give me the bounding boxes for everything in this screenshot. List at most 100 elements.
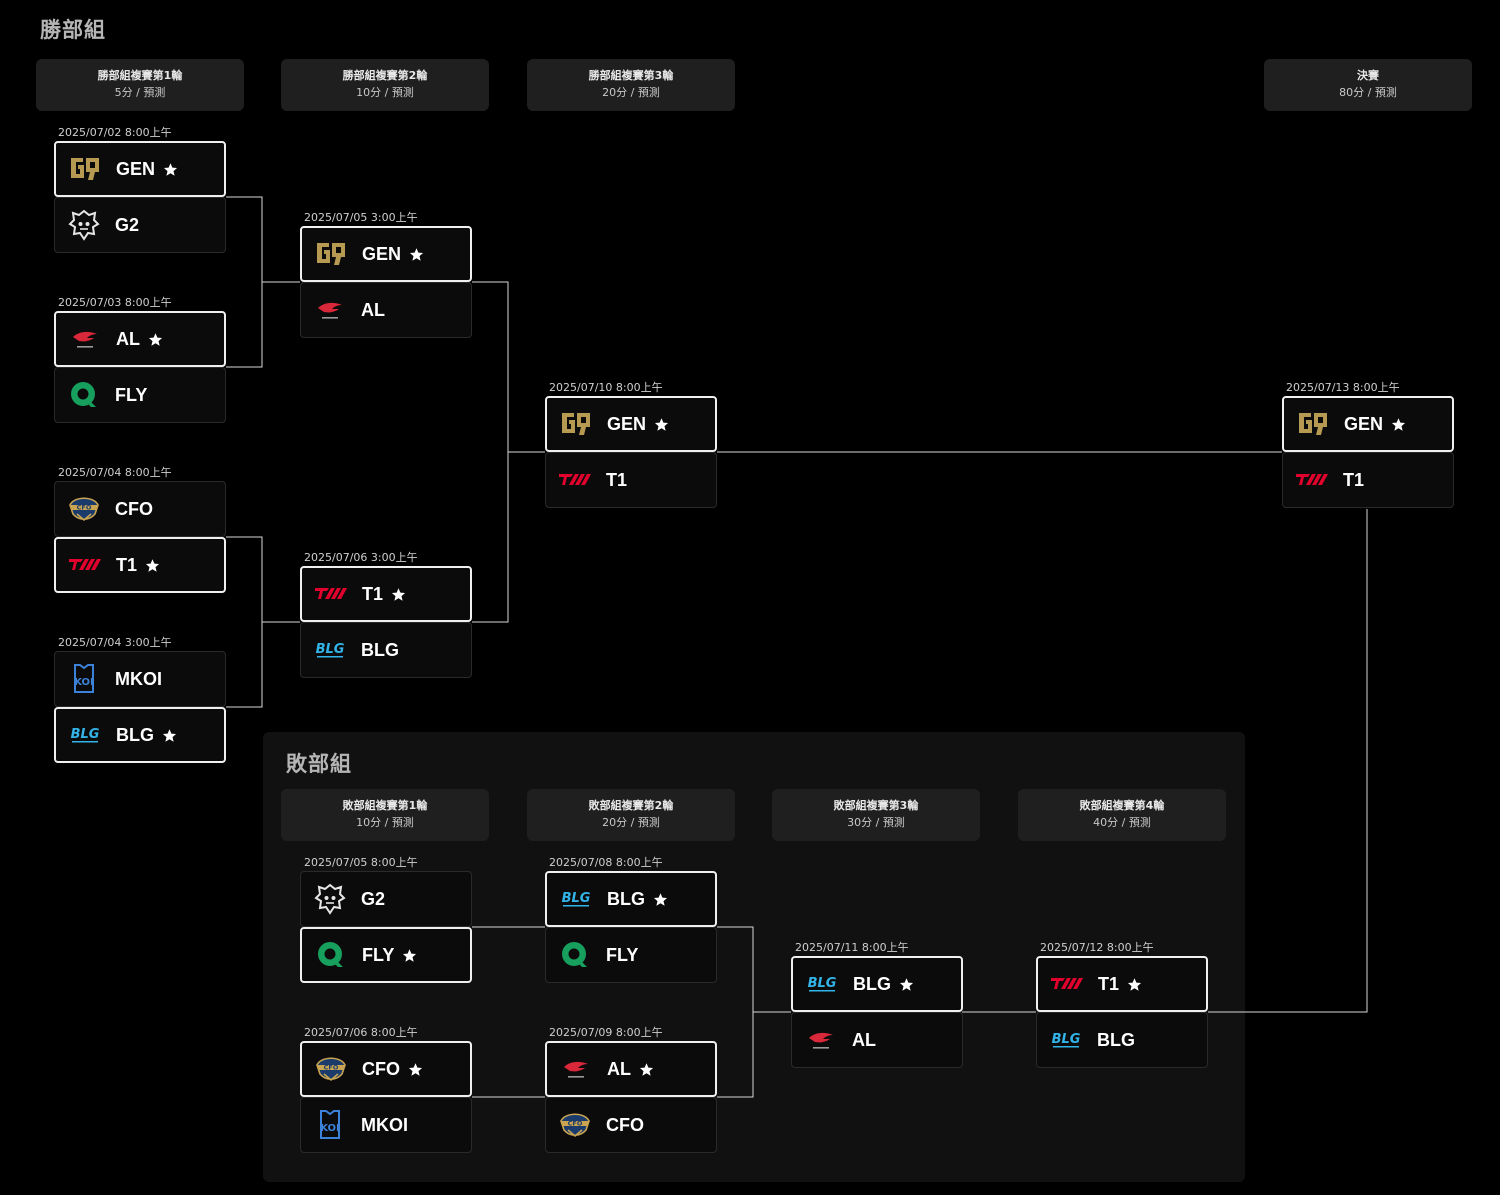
match-date: 2025/07/13 8:00上午 bbox=[1286, 381, 1400, 394]
team-option-gen[interactable]: GEN bbox=[300, 226, 472, 282]
round-header-losers-1: 敗部組複賽第1輪 10分 / 預測 bbox=[281, 789, 489, 841]
team-option-al[interactable]: AL bbox=[300, 282, 472, 338]
team-option-fly[interactable]: FLY bbox=[300, 927, 472, 983]
cfo-logo-icon: CFO bbox=[67, 492, 101, 526]
team-option-t1[interactable]: T1 bbox=[1036, 956, 1208, 1012]
team-option-fly[interactable]: FLY bbox=[545, 927, 717, 983]
round-header-losers-3: 敗部組複賽第3輪 30分 / 預測 bbox=[772, 789, 980, 841]
blg-logo-icon: BLG bbox=[805, 967, 839, 1001]
al-logo-icon bbox=[68, 322, 102, 356]
mkoi-logo-icon: KOI bbox=[313, 1108, 347, 1142]
team-name: CFO bbox=[606, 1114, 644, 1135]
team-option-g2[interactable]: G2 bbox=[300, 871, 472, 927]
match-card-wr2m1: GEN AL bbox=[300, 226, 472, 338]
round-points: 10分 / 預測 bbox=[356, 86, 414, 99]
team-name: BLG bbox=[361, 639, 399, 660]
team-name: FLY bbox=[362, 944, 395, 965]
team-option-blg[interactable]: BLG BLG bbox=[54, 707, 226, 763]
team-name: BLG bbox=[116, 724, 154, 745]
star-icon bbox=[148, 332, 163, 347]
match-date: 2025/07/12 8:00上午 bbox=[1040, 941, 1154, 954]
t1-logo-icon bbox=[1295, 463, 1329, 497]
match-date: 2025/07/09 8:00上午 bbox=[549, 1026, 663, 1039]
star-icon bbox=[1391, 417, 1406, 432]
round-points: 20分 / 預測 bbox=[602, 816, 660, 829]
connector-line bbox=[472, 452, 509, 623]
team-option-gen[interactable]: GEN bbox=[545, 396, 717, 452]
star-icon bbox=[408, 1062, 423, 1077]
team-option-t1[interactable]: T1 bbox=[545, 452, 717, 508]
match-date: 2025/07/03 8:00上午 bbox=[58, 296, 172, 309]
round-header-losers-4: 敗部組複賽第4輪 40分 / 預測 bbox=[1018, 789, 1226, 841]
team-option-fly[interactable]: FLY bbox=[54, 367, 226, 423]
team-option-g2[interactable]: G2 bbox=[54, 197, 226, 253]
connector-line bbox=[717, 926, 791, 1013]
connector-line bbox=[1208, 509, 1368, 1013]
t1-logo-icon bbox=[314, 577, 348, 611]
team-name: T1 bbox=[1098, 973, 1120, 994]
connector-line bbox=[226, 622, 263, 708]
team-name: GEN bbox=[362, 243, 402, 264]
g2-logo-icon bbox=[313, 882, 347, 916]
team-option-blg[interactable]: BLG BLG bbox=[300, 622, 472, 678]
match-date: 2025/07/04 8:00上午 bbox=[58, 466, 172, 479]
team-option-al[interactable]: AL bbox=[791, 1012, 963, 1068]
team-name: GEN bbox=[1344, 413, 1384, 434]
match-date: 2025/07/10 8:00上午 bbox=[549, 381, 663, 394]
round-name: 勝部組複賽第3輪 bbox=[588, 69, 674, 82]
gen-logo-icon bbox=[559, 407, 593, 441]
svg-text:BLG: BLG bbox=[316, 642, 345, 657]
team-option-gen[interactable]: GEN bbox=[1282, 396, 1454, 452]
winners-bracket-title: 勝部組 bbox=[40, 18, 106, 42]
team-option-t1[interactable]: T1 bbox=[1282, 452, 1454, 508]
svg-text:CFO: CFO bbox=[77, 503, 92, 511]
team-name: FLY bbox=[606, 944, 639, 965]
g2-logo-icon bbox=[67, 208, 101, 242]
team-option-al[interactable]: AL bbox=[54, 311, 226, 367]
team-option-al[interactable]: AL bbox=[545, 1041, 717, 1097]
star-icon bbox=[654, 417, 669, 432]
t1-logo-icon bbox=[558, 463, 592, 497]
team-name: MKOI bbox=[115, 668, 162, 689]
blg-logo-icon: BLG bbox=[68, 718, 102, 752]
connector-line bbox=[226, 196, 300, 283]
star-icon bbox=[162, 728, 177, 743]
t1-logo-icon bbox=[1050, 967, 1084, 1001]
connector-line bbox=[472, 281, 545, 453]
team-name: AL bbox=[852, 1029, 876, 1050]
connector-line bbox=[226, 282, 263, 368]
team-option-gen[interactable]: GEN bbox=[54, 141, 226, 197]
round-name: 勝部組複賽第1輪 bbox=[97, 69, 183, 82]
cfo-logo-icon: CFO bbox=[314, 1052, 348, 1086]
svg-text:CFO: CFO bbox=[324, 1063, 339, 1071]
round-points: 5分 / 預測 bbox=[114, 86, 166, 99]
blg-logo-icon: BLG bbox=[559, 882, 593, 916]
team-option-t1[interactable]: T1 bbox=[300, 566, 472, 622]
round-name: 敗部組複賽第2輪 bbox=[588, 799, 674, 812]
round-name: 決賽 bbox=[1357, 69, 1379, 82]
svg-text:BLG: BLG bbox=[1052, 1032, 1081, 1047]
round-points: 20分 / 預測 bbox=[602, 86, 660, 99]
round-header-final: 決賽 80分 / 預測 bbox=[1264, 59, 1472, 111]
team-option-t1[interactable]: T1 bbox=[54, 537, 226, 593]
match-date: 2025/07/06 8:00上午 bbox=[304, 1026, 418, 1039]
team-name: FLY bbox=[115, 384, 148, 405]
match-date: 2025/07/11 8:00上午 bbox=[795, 941, 909, 954]
team-name: T1 bbox=[1343, 469, 1365, 490]
al-logo-icon bbox=[559, 1052, 593, 1086]
